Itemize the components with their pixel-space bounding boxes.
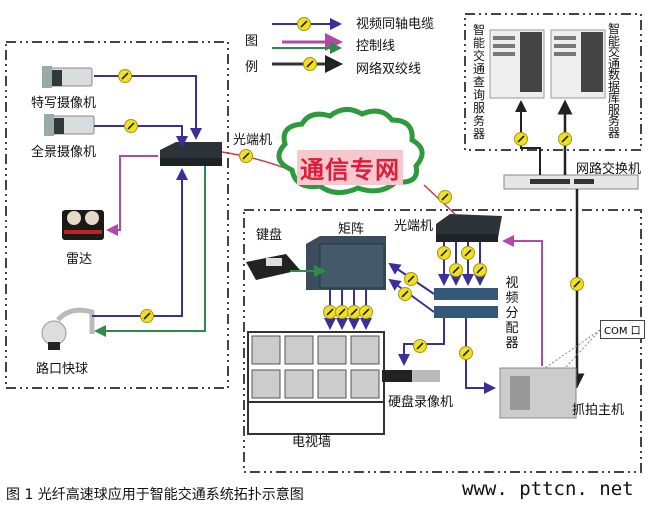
legend-label-control: 控制线	[356, 39, 396, 54]
radar-icon	[62, 210, 104, 240]
panorama-camera-icon	[44, 114, 95, 136]
database-server-label: 智能交通数据库服务器	[607, 22, 620, 140]
field-transceiver-label: 光端机	[233, 133, 273, 148]
legend-lines	[272, 17, 343, 73]
matrix-icon	[306, 236, 386, 290]
network-switch-icon	[503, 174, 639, 190]
tv-wall-icon	[247, 331, 385, 435]
com-port-label: COM 口	[600, 320, 645, 339]
dome-camera-label: 路口快球	[36, 362, 89, 377]
figure-caption: 图 1 光纤高速球应用于智能交通系统拓扑示意图	[6, 487, 304, 503]
video-splitter-label: 视频分配器	[505, 276, 519, 351]
field-optical-transceiver-icon	[160, 142, 222, 166]
capture-host-icon	[499, 367, 577, 419]
closeup-camera-icon	[42, 66, 93, 88]
legend-title-2: 例	[245, 60, 259, 75]
tv-wall-label: 电视墙	[292, 435, 332, 450]
center-transceiver-label: 光端机	[394, 219, 434, 234]
panorama-camera-label: 全景摄像机	[31, 145, 97, 160]
center-zone-box	[243, 209, 642, 473]
radar-label: 雷达	[66, 252, 93, 267]
query-server-icon	[489, 29, 545, 99]
keyboard-label: 键盘	[256, 228, 283, 243]
legend-title-1: 图	[245, 34, 259, 49]
dvr-icon	[382, 370, 440, 382]
capture-host-label: 抓拍主机	[572, 403, 625, 418]
watermark: www. pttcn. net	[462, 478, 634, 500]
video-splitter-icon	[434, 288, 498, 318]
matrix-label: 矩阵	[338, 222, 365, 237]
network-label: 通信专网	[297, 150, 403, 185]
field-zone-box	[5, 41, 229, 389]
dome-camera-icon	[41, 307, 95, 350]
keyboard-icon	[246, 254, 300, 280]
closeup-camera-label: 特写摄像机	[31, 96, 97, 111]
server-zone-box	[464, 13, 642, 151]
database-server-icon	[550, 29, 606, 99]
query-server-label: 智能交通查询服务器	[472, 23, 485, 141]
switch-label: 网路交换机	[576, 162, 642, 177]
center-optical-transceiver-icon	[436, 214, 502, 242]
dvr-label: 硬盘录像机	[388, 395, 454, 410]
legend-label-video: 视频同轴电缆	[356, 17, 435, 32]
legend-label-network: 网络双绞线	[356, 62, 422, 77]
